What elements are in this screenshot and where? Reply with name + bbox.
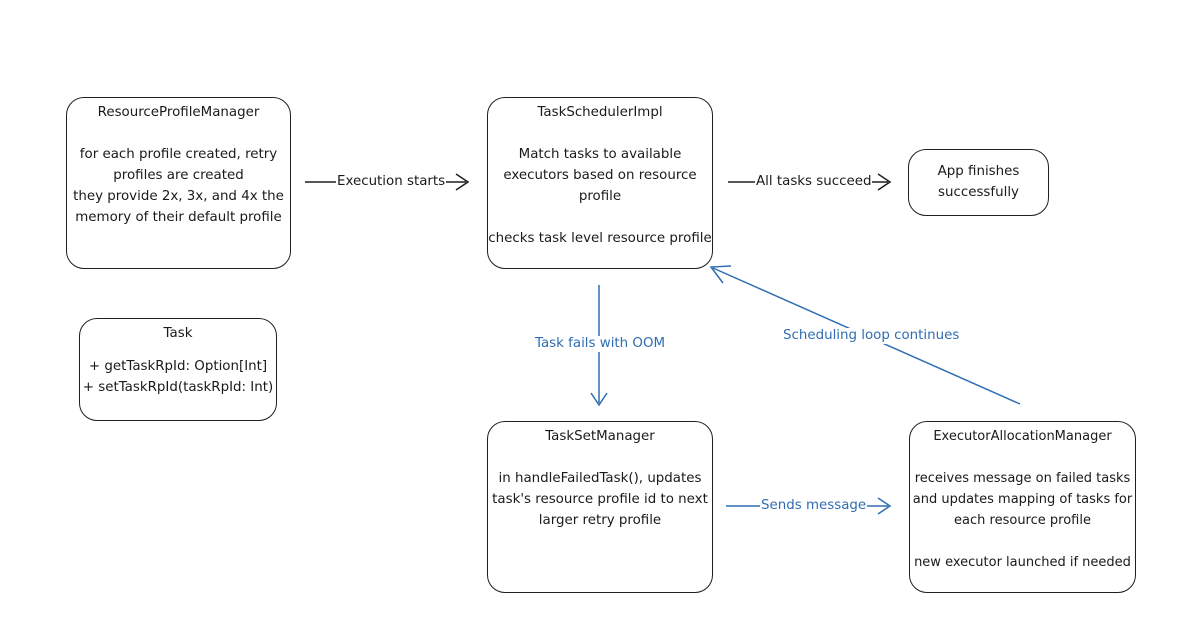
node-text: task's resource profile id to next: [492, 492, 708, 507]
node-text: receives message on failed tasks: [914, 471, 1131, 486]
node-executor-allocation-manager: ExecutorAllocationManager receives messa…: [909, 421, 1136, 593]
node-title: TaskSetManager: [545, 429, 655, 444]
node-text: for each profile created, retry: [79, 147, 278, 162]
node-text: in handleFailedTask(), updates: [498, 471, 702, 486]
node-title: Task: [163, 326, 193, 341]
node-text: larger retry profile: [538, 513, 662, 528]
node-title: TaskSchedulerImpl: [537, 105, 663, 120]
node-title: ResourceProfileManager: [97, 105, 260, 120]
node-text: each resource profile: [954, 513, 1091, 528]
node-text: profile: [578, 189, 622, 204]
node-footer-text: checks task level resource profile: [488, 231, 712, 246]
edge-label-sends-message: Sends message: [760, 498, 868, 514]
node-task: Task + getTaskRpId: Option[Int] + setTas…: [79, 318, 277, 421]
node-task-scheduler-impl: TaskSchedulerImpl Match tasks to availab…: [487, 97, 713, 269]
node-text: memory of their default profile: [75, 210, 282, 225]
node-text: profiles are created: [113, 168, 244, 183]
node-text: and updates mapping of tasks for: [912, 492, 1133, 507]
edge-label-all-tasks-succeed: All tasks succeed: [755, 174, 873, 190]
node-footer-text: new executor launched if needed: [914, 555, 1131, 570]
edge-label-scheduling-loop: Scheduling loop continues: [782, 328, 961, 344]
node-task-set-manager: TaskSetManager in handleFailedTask(), up…: [487, 421, 713, 593]
node-text: App finishes: [937, 164, 1020, 179]
node-text: Match tasks to available: [518, 147, 682, 162]
node-title: ExecutorAllocationManager: [933, 429, 1112, 444]
edge-label-execution-starts: Execution starts: [336, 174, 447, 190]
node-text: executors based on resource: [503, 168, 697, 183]
node-text: successfully: [938, 185, 1019, 200]
node-text: + setTaskRpId(taskRpId: Int): [82, 380, 274, 395]
node-resource-profile-manager: ResourceProfileManager for each profile …: [66, 97, 291, 269]
node-text: they provide 2x, 3x, and 4x the: [73, 189, 284, 204]
node-text: + getTaskRpId: Option[Int]: [88, 359, 268, 374]
node-app-finishes: App finishes successfully: [908, 149, 1049, 216]
edge-label-task-fails-oom: Task fails with OOM: [534, 336, 667, 352]
